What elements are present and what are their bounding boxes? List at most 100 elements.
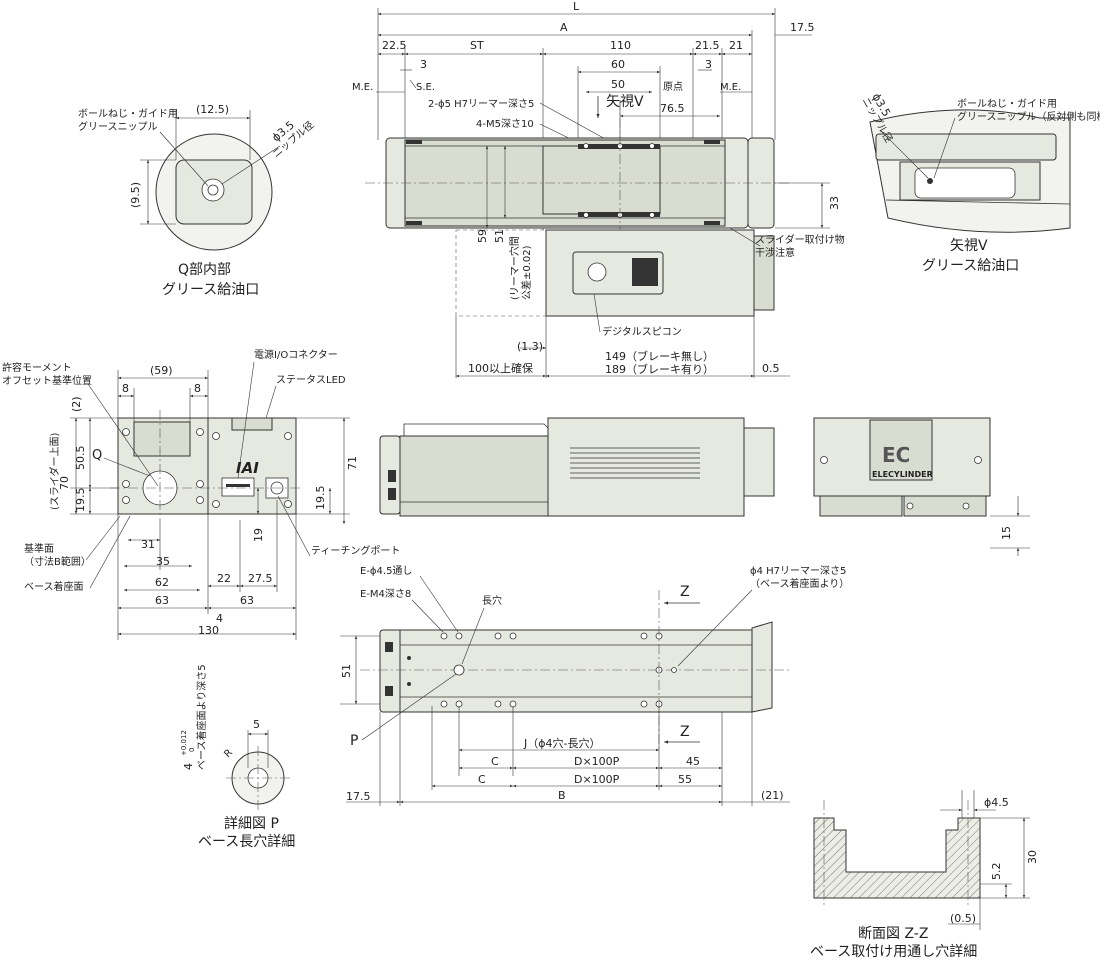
zz-dim-4-5: ϕ4.5: [984, 796, 1009, 809]
v-caption-2: グリース給油口: [922, 258, 1019, 274]
v-label-2: グリースニップル（反対側も同様）: [957, 110, 1100, 123]
dim-130: 130: [198, 624, 219, 637]
base-label: ベース着座面: [24, 580, 84, 593]
dim-D1: D×100P: [574, 755, 620, 768]
dim-15: 15: [1000, 526, 1013, 540]
q-label-2: グリースニップル: [78, 120, 158, 133]
q-caption-2: グリース給油口: [162, 282, 259, 298]
p-tol: +0.012: [180, 730, 188, 756]
dim-45: 45: [686, 755, 700, 768]
dim-189: 189（ブレーキ有り）: [605, 362, 714, 376]
dim-19-5: 19.5: [74, 488, 87, 513]
moment-label-2: オフセット基準位置: [2, 374, 92, 387]
q-marker: Q: [92, 448, 102, 463]
dim-19: 19: [252, 528, 265, 542]
z-top-label: Z: [680, 584, 690, 600]
p-dim-5: 5: [253, 718, 260, 731]
slider-note-2: 干渉注意: [755, 246, 795, 259]
dim-B: B: [558, 789, 566, 802]
dim-2: (2): [70, 396, 83, 412]
dim-21-bottom: (21): [761, 789, 784, 802]
zz-caption-1: 断面図 Z-Z: [858, 926, 928, 942]
dim-63-right: 63: [240, 594, 254, 607]
view-v: ϕ3.5 ニップル径 ボールねじ・ガイド用 グリースニップル（反対側も同様） 矢…: [859, 91, 1100, 274]
dim-70-note: (スライダー上面): [48, 432, 61, 510]
dim-1-3: (1.3): [517, 340, 543, 353]
dim-63-left: 63: [155, 594, 169, 607]
dim-3-left: 3: [420, 58, 427, 71]
dim-ST: ST: [470, 39, 484, 52]
reamer-tol-2: 公差±0.02): [520, 245, 533, 300]
dim-110: 110: [610, 39, 631, 52]
dim-4: 4: [216, 612, 223, 625]
side-view: [379, 417, 775, 517]
end-view: IAI 許容モーメント オフセット基準位置 電源I/Oコネクター ステータスLE…: [2, 348, 400, 640]
zz-caption-2: ベース取付け用通し穴詳細: [810, 944, 977, 960]
ref-label-1: 基準面: [24, 542, 54, 555]
v-caption-1: 矢視V: [950, 238, 988, 254]
q-dim-12-5: (12.5): [196, 103, 229, 116]
se-label: S.E.: [416, 82, 435, 93]
me-right-label: M.E.: [720, 82, 741, 93]
em4-label: E-M4深さ8: [360, 588, 411, 600]
p-caption-2: ベース長穴詳細: [198, 834, 295, 850]
iai-logo: IAI: [236, 459, 259, 477]
dim-8-left: 8: [122, 382, 129, 395]
dim-21: 21: [729, 39, 743, 52]
z-bottom-label: Z: [680, 724, 690, 740]
dim-A: A: [560, 21, 568, 34]
dim-27-5: 27.5: [248, 572, 273, 585]
p-marker: P: [350, 733, 358, 749]
teaching-label: ティーチングポート: [311, 544, 400, 557]
dim-C2: C: [478, 773, 486, 786]
view-v-label: 矢視V: [606, 94, 644, 110]
dim-70: 70: [58, 476, 71, 490]
dim-17-5: 17.5: [790, 21, 815, 34]
bottom-view: Z Z E-ϕ4.5通し E-M4深さ8 長穴 ϕ4 H7リーマー深さ5 （ベー…: [340, 565, 849, 806]
dim-31: 31: [141, 538, 155, 551]
dim-22-5: 22.5: [382, 39, 407, 52]
ref-label-2: （寸法B範囲）: [24, 555, 91, 568]
q-dim-9-5: (9.5): [129, 182, 142, 208]
p-caption-1: 詳細図 P: [224, 816, 279, 832]
heatsink-fins: [570, 447, 700, 479]
dim-51-bottom: 51: [340, 664, 353, 678]
dim-59-end: (59): [150, 364, 173, 377]
v-label-1: ボールねじ・ガイド用: [957, 98, 1057, 110]
zz-dim-30: 30: [1026, 850, 1039, 864]
p-r: R: [222, 747, 235, 760]
top-view: L A 17.5 22.5 ST 110 21.5 21 3 3 60 50: [352, 0, 845, 378]
reamer-bottom-2: （ベース着座面より）: [750, 577, 849, 590]
status-label: ステータスLED: [276, 374, 346, 386]
detail-p: 5 4 +0.012 0 ベース着座面より深さ5 R 詳細図 P ベース長穴詳細: [180, 664, 295, 850]
dim-17-5-bottom: 17.5: [346, 790, 371, 803]
dim-3-right: 3: [705, 58, 712, 71]
dim-149: 149（ブレーキ無し）: [605, 349, 714, 363]
connector-label: 電源I/Oコネクター: [254, 348, 338, 361]
dim-62: 62: [155, 576, 169, 589]
dim-D2: D×100P: [574, 773, 620, 786]
reamer-bottom-1: ϕ4 H7リーマー深さ5: [750, 565, 846, 577]
reamer-label: 2-ϕ5 H7リーマー深さ5: [428, 98, 534, 110]
dim-21-5: 21.5: [695, 39, 720, 52]
moment-label-1: 許容モーメント: [2, 361, 72, 374]
me-left-label: M.E.: [352, 82, 373, 93]
dim-60: 60: [611, 58, 625, 71]
ec-logo: EC: [882, 443, 910, 467]
q-label-1: ボールねじ・ガイド用: [78, 108, 178, 120]
dim-8-right: 8: [194, 382, 201, 395]
section-zz: ϕ4.5 30 5.2 (0.5) 断面図 Z-Z ベース取付け用通し穴詳細: [810, 790, 1039, 960]
p-dim-4: 4: [182, 763, 195, 770]
p-depth: ベース着座面より深さ5: [195, 664, 208, 770]
dim-100: 100以上確保: [468, 361, 533, 375]
dim-50-5: 50.5: [74, 446, 87, 471]
m5-label: 4-M5深さ10: [476, 118, 534, 130]
e45-label: E-ϕ4.5通し: [360, 565, 412, 577]
dim-59: 59: [476, 229, 489, 243]
dim-C1: C: [491, 755, 499, 768]
dim-55: 55: [678, 773, 692, 786]
q-caption-1: Q部内部: [178, 262, 231, 278]
zz-dim-0-5: (0.5): [950, 912, 976, 925]
dim-35: 35: [156, 555, 170, 568]
